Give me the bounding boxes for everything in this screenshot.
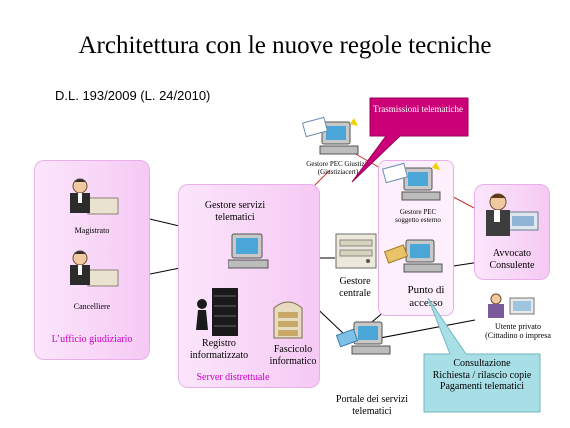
punto-accesso-label: Punto di accesso bbox=[407, 284, 445, 309]
pec-giustizia-computer-icon bbox=[301, 116, 364, 163]
portale-label: Portale dei servizi telematici bbox=[335, 394, 409, 417]
cancelliere-icon bbox=[66, 248, 120, 295]
fascicolo-cabinet-icon bbox=[268, 296, 308, 345]
line-portale-utente bbox=[379, 319, 476, 339]
consultazione-label: Consultazione Richiesta / rilascio copie… bbox=[432, 358, 532, 392]
magistrato-icon bbox=[66, 176, 120, 223]
magistrato-label: Magistrato bbox=[74, 226, 110, 235]
registro-server-icon bbox=[192, 286, 242, 343]
gestore-servizi-label: Gestore servizi telematici bbox=[204, 200, 266, 223]
pec-giustizia-label: Gestore PEC Giustizia (Giustiziacert) bbox=[306, 160, 370, 177]
registro-label: Registro informatizzato bbox=[189, 338, 249, 361]
server-distrettuale-box bbox=[178, 184, 320, 388]
avvocato-label: Avvocato Consulente bbox=[489, 248, 535, 271]
fascicolo-label: Fascicolo informatico bbox=[269, 344, 317, 367]
utente-privato-label: Utente privato (Cittadino o impresa bbox=[485, 322, 551, 341]
page-title: Architettura con le nuove regole tecnich… bbox=[78, 32, 492, 59]
pec-esterno-computer-icon bbox=[381, 160, 444, 209]
consultazione-callout bbox=[423, 297, 541, 413]
server-distrettuale-label: Server distrettuale bbox=[196, 372, 270, 383]
ufficio-label: L’ufficio giudiziario bbox=[51, 334, 133, 345]
subtitle: D.L. 193/2009 (L. 24/2010) bbox=[55, 88, 211, 103]
gestore-centrale-server-icon bbox=[334, 232, 378, 277]
cancelliere-label: Cancelliere bbox=[73, 302, 111, 311]
gestore-servizi-computer-icon bbox=[227, 230, 272, 275]
ufficio-giudiziario-box bbox=[34, 160, 150, 360]
avvocato-icon bbox=[480, 190, 540, 247]
punto-accesso-computer-icon bbox=[383, 236, 444, 283]
trasmissioni-label: Trasmissioni telematiche bbox=[373, 104, 463, 114]
gestore-centrale-label: Gestore centrale bbox=[339, 276, 371, 299]
utente-privato-icon bbox=[480, 292, 540, 325]
pec-esterno-label: Gestore PEC soggetto esterno bbox=[395, 208, 441, 225]
portale-computer-icon bbox=[335, 318, 392, 363]
trasmissioni-callout bbox=[351, 97, 469, 183]
